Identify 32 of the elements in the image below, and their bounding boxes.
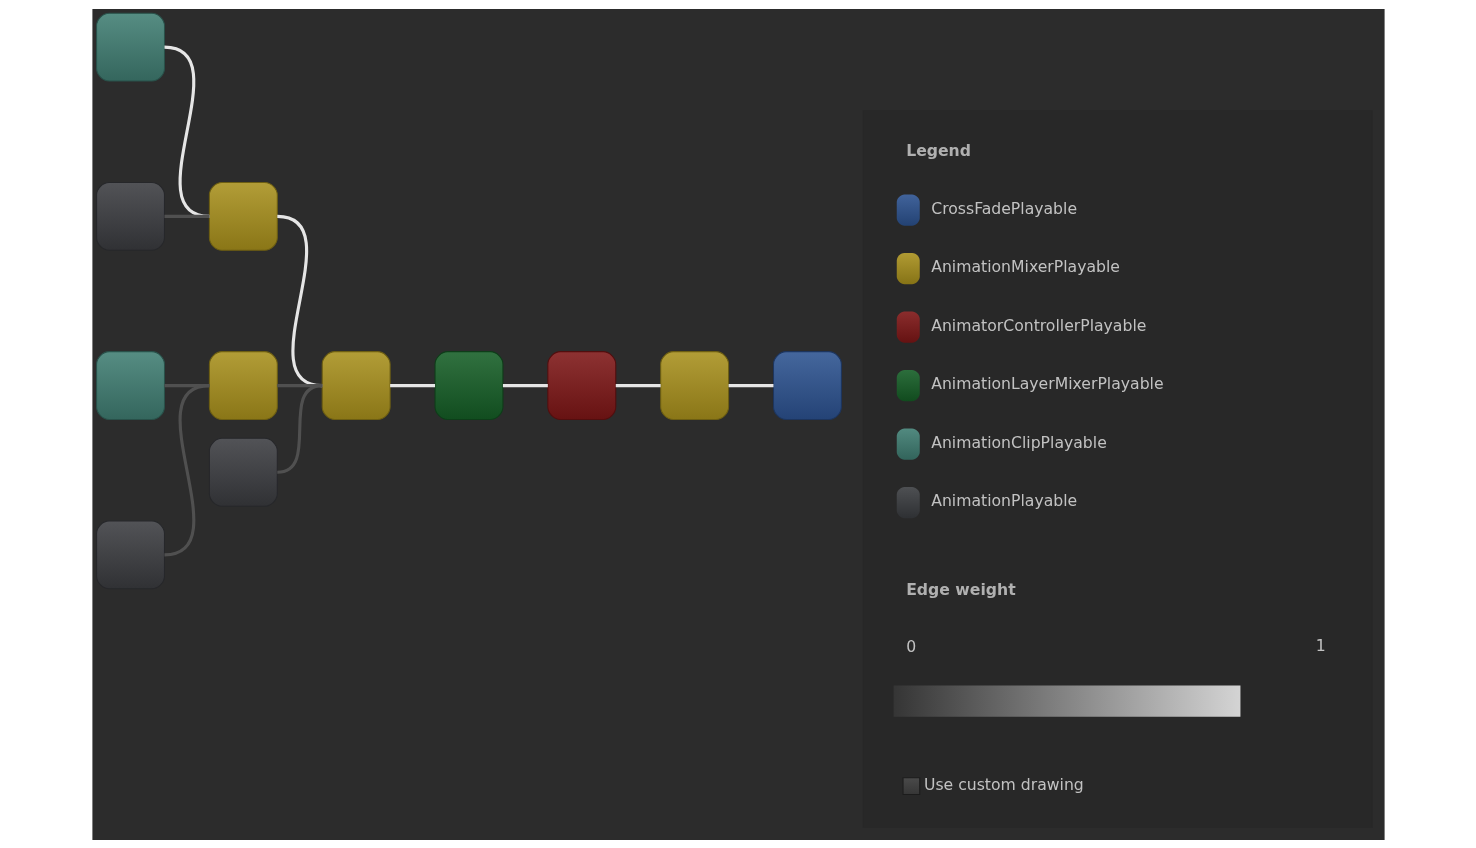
node-bar [893, 684, 1240, 717]
node-box [95, 181, 165, 251]
node-box [208, 350, 278, 420]
node-box [546, 350, 616, 420]
connector [163, 383, 210, 556]
node-box [95, 350, 165, 420]
connector [502, 383, 548, 387]
label: Legend [905, 140, 971, 160]
label: 1 [1315, 635, 1326, 655]
node-box [208, 437, 278, 507]
legend-label: CrossFadePlayable [930, 198, 1077, 218]
connector [164, 214, 209, 218]
connector [615, 383, 661, 387]
legend-label: AnimationPlayable [930, 490, 1077, 510]
label: Use custom drawing [923, 774, 1084, 794]
legend-label: AnimatorControllerPlayable [930, 315, 1146, 335]
connector [163, 45, 210, 218]
node-box [434, 350, 503, 420]
node-box [95, 519, 165, 589]
node-box [208, 181, 278, 251]
label: 0 [905, 636, 916, 656]
node-box [772, 350, 842, 420]
legend-label: AnimationLayerMixerPlayable [930, 373, 1164, 393]
node-box [95, 12, 165, 82]
node-box [659, 350, 729, 420]
connector [728, 383, 773, 387]
label: Edge weight [905, 579, 1016, 599]
connector [389, 383, 435, 387]
connector [276, 383, 322, 474]
legend-label: AnimationClipPlayable [930, 432, 1107, 452]
legend-label: AnimationMixerPlayable [930, 256, 1120, 276]
node-box [321, 350, 391, 420]
